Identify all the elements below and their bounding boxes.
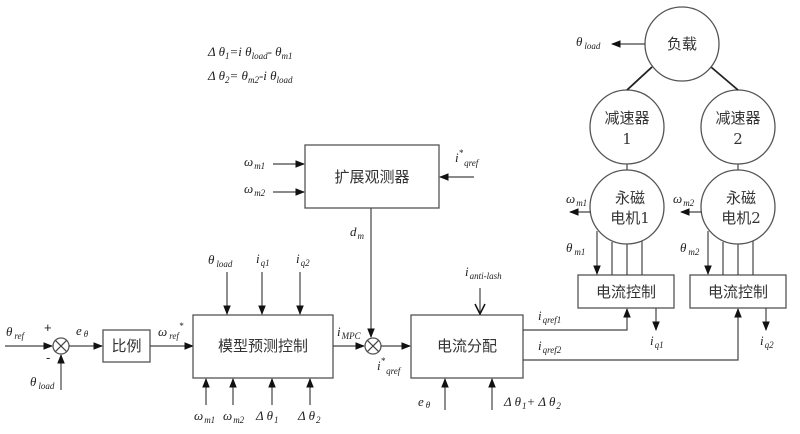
i-mpc-label: iMPC	[337, 324, 362, 341]
svg-text:Δ θ2= θm2-i θload: Δ θ2= θm2-i θload	[207, 68, 293, 85]
i-anti-lash-label: ianti-lash	[465, 264, 502, 281]
svg-text:负载: 负载	[667, 35, 697, 53]
minus-sign: -	[46, 350, 50, 365]
delta-theta-1-mpc-label: Δ θ1	[255, 408, 279, 425]
iqref-observer-label: i*qref	[455, 148, 480, 168]
iq1-output-label: iq1	[650, 333, 664, 350]
iqref-star-label: i*qref	[377, 356, 402, 376]
omega-m2-out-label: ωm2	[673, 191, 695, 208]
dm-label: dm	[350, 224, 365, 241]
summing-junction-2	[364, 337, 382, 355]
svg-text:电机2: 电机2	[721, 209, 761, 227]
equation-delta-theta-2: Δ θ2= θm2-i θload	[207, 68, 293, 85]
summing-junction-1	[52, 337, 70, 355]
mpc-label: 模型预测控制	[218, 337, 308, 355]
iqref2-arrow	[523, 308, 742, 361]
svg-text:永磁: 永磁	[615, 189, 645, 207]
proportional-block: 比例	[102, 329, 151, 363]
svg-text:减速器: 减速器	[715, 109, 760, 127]
equation-delta-theta-1: Δ θ1=i θload- θm1	[207, 44, 293, 61]
three-phase-lines-2	[722, 240, 754, 275]
proportional-label: 比例	[111, 337, 141, 355]
svg-text:1: 1	[622, 130, 632, 148]
iq1-mpc-label: iq1	[256, 251, 270, 268]
current-allocation-block: 电流分配	[410, 314, 524, 379]
observer-label: 扩展观测器	[334, 168, 409, 186]
omega-m2-mpc-label: ωm2	[223, 408, 245, 425]
omega-m1-out-label: ωm1	[566, 191, 587, 208]
link-load-reducer2	[710, 66, 739, 91]
omega-m1-mpc-label: ωm1	[194, 408, 215, 425]
iqref1-label: iqref1	[538, 308, 561, 325]
mpc-block: 模型预测控制	[192, 314, 334, 379]
current-control-1-label: 电流控制	[596, 283, 656, 301]
iq2-mpc-label: iq2	[296, 251, 310, 268]
svg-text:Δ θ1=i θload- θm1: Δ θ1=i θload- θm1	[207, 44, 293, 61]
load-node: 负载	[644, 6, 720, 82]
reducer-2: 减速器 2	[700, 89, 776, 165]
three-phase-lines-1	[611, 240, 643, 275]
pm-motor-2: 永磁 电机2	[700, 169, 776, 245]
pm-motor-1: 永磁 电机1	[589, 169, 665, 245]
svg-text:减速器: 减速器	[604, 109, 649, 127]
current-allocation-label: 电流分配	[437, 337, 497, 355]
omega-m2-observer-label: ωm2	[244, 181, 266, 198]
current-control-block-2: 电流控制	[689, 274, 787, 309]
iq2-output-label: iq2	[760, 333, 774, 350]
extended-observer-block: 扩展观测器	[304, 144, 440, 209]
plus-sign: +	[44, 320, 52, 335]
svg-text:永磁: 永磁	[726, 189, 756, 207]
iqref1-arrow	[523, 308, 631, 331]
iqref2-label: iqref2	[538, 338, 562, 355]
svg-text:2: 2	[733, 130, 743, 148]
delta-theta-2-mpc-label: Δ θ2	[297, 408, 321, 425]
svg-text:电机1: 电机1	[610, 209, 650, 227]
link-load-reducer1	[626, 66, 653, 91]
current-control-2-label: 电流控制	[708, 283, 768, 301]
reducer-1: 减速器 1	[589, 89, 665, 165]
omega-m1-observer-label: ωm1	[244, 154, 265, 171]
delta-theta-sum-label: Δ θ1+ Δ θ2	[503, 394, 561, 411]
current-control-block-1: 电流控制	[577, 274, 675, 309]
